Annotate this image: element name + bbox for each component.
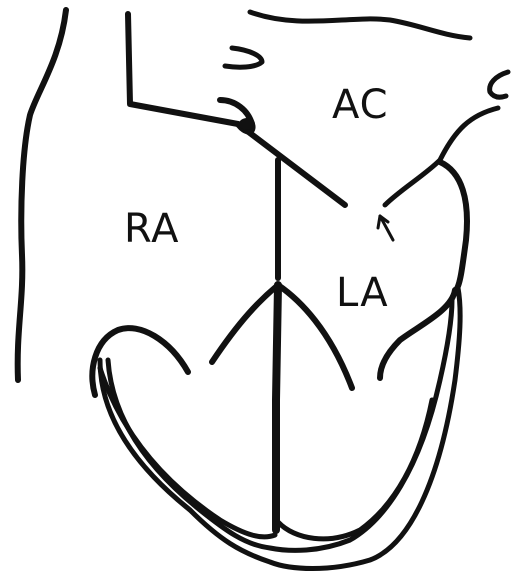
aorta-top-wall: [250, 12, 470, 38]
interventricular-septum: [276, 285, 278, 530]
ra-superior-wall: [128, 14, 345, 205]
label-ra: RA: [124, 206, 180, 252]
la-outer-wall: [440, 162, 467, 290]
arrow-icon: [378, 216, 393, 240]
left-vessel-wall: [18, 10, 66, 380]
aortic-valve-node: [239, 118, 255, 130]
rv-apex-curve: [100, 368, 275, 537]
label-ac: AC: [332, 82, 389, 128]
lv-apex-curve: [278, 400, 432, 539]
aorta-left-lip: [225, 48, 262, 67]
aorta-right-curl: [490, 72, 508, 97]
aorta-lower-wall: [385, 108, 498, 205]
label-la: LA: [336, 270, 389, 316]
tricuspid-leaflet: [212, 285, 278, 362]
